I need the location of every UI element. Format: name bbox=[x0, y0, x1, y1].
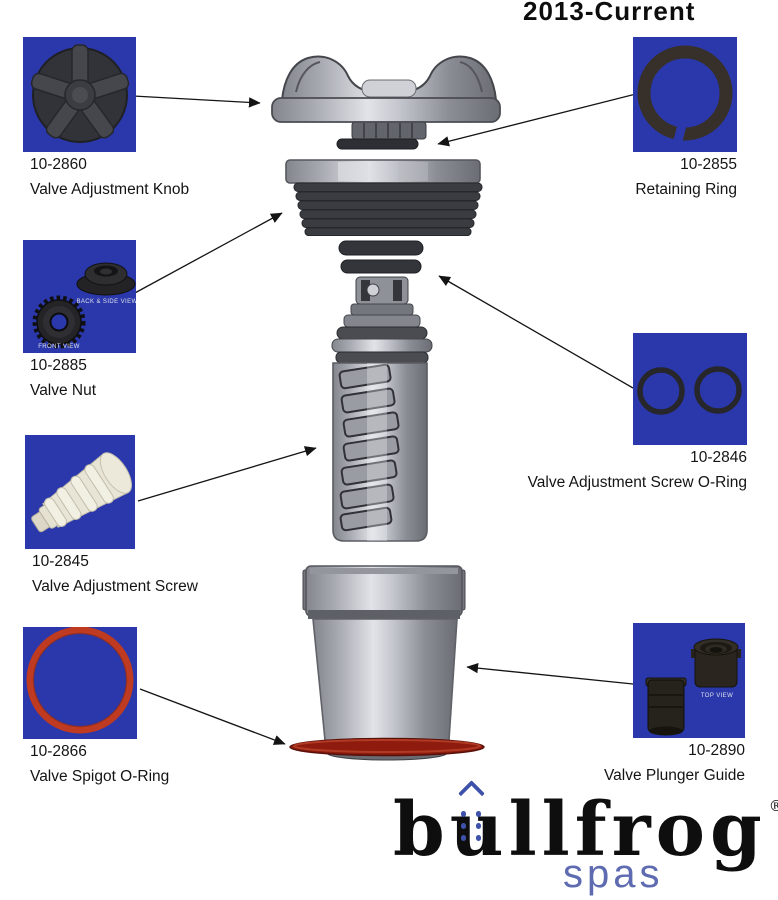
part-card-valve-adjustment-screw: 10-2845 Valve Adjustment Screw bbox=[25, 435, 198, 596]
part-card-valve-nut: BACK & SIDE VIEW FRONT VIEW 10-2885 Valv… bbox=[23, 240, 136, 400]
part-name: Retaining Ring bbox=[635, 181, 737, 198]
part-number: 10-2866 bbox=[30, 743, 87, 760]
part-number: 10-2855 bbox=[680, 156, 737, 173]
part-name: Valve Adjustment Screw O-Ring bbox=[527, 474, 747, 491]
part-card-retaining-ring: 10-2855 Retaining Ring bbox=[497, 37, 737, 199]
assembly-retaining-ring bbox=[336, 138, 419, 150]
part-number: 10-2860 bbox=[30, 156, 87, 173]
callout-arrow-spigot-oring bbox=[139, 688, 286, 745]
logo-letters-rest: llfrog bbox=[508, 787, 767, 873]
registered-mark: ® bbox=[769, 797, 778, 815]
part-image-valve-adjustment-screw bbox=[25, 435, 135, 549]
part-image-retaining-ring bbox=[633, 37, 737, 152]
assembly-screw-orings bbox=[338, 240, 424, 274]
assembly-spigot bbox=[302, 565, 466, 761]
assembly-adjustment-screw bbox=[331, 276, 433, 542]
part-name: Valve Adjustment Knob bbox=[30, 181, 190, 198]
front-view-label: FRONT VIEW bbox=[38, 344, 80, 350]
callout-arrow-knob bbox=[132, 95, 261, 108]
part-image-valve-adjustment-knob bbox=[23, 37, 136, 152]
jet-dot-icon bbox=[460, 823, 467, 829]
part-name: Valve Nut bbox=[30, 382, 97, 399]
part-image-adjustment-screw-oring bbox=[633, 333, 747, 445]
part-number: 10-2845 bbox=[32, 553, 89, 570]
jet-dot-icon bbox=[475, 811, 482, 817]
assembly-valve-nut bbox=[285, 159, 483, 236]
jet-dot-icon bbox=[460, 835, 467, 841]
assembly-knob bbox=[271, 55, 501, 140]
assembly-spigot-oring bbox=[289, 737, 485, 757]
logo-subtitle: spas bbox=[563, 852, 664, 896]
plunger-guide-views-graphic: TOP VIEW bbox=[645, 638, 741, 736]
callout-arrow-plunger-guide bbox=[466, 662, 634, 685]
logo-letter-b: b bbox=[393, 787, 450, 873]
knob-front-view-graphic bbox=[30, 44, 130, 143]
part-card-valve-spigot-oring: 10-2866 Valve Spigot O-Ring bbox=[23, 627, 169, 786]
top-view-label: TOP VIEW bbox=[701, 693, 733, 699]
jet-dot-icon bbox=[475, 823, 482, 829]
callout-arrow-retaining-ring bbox=[437, 93, 637, 147]
part-image-valve-nut: BACK & SIDE VIEW FRONT VIEW bbox=[23, 240, 136, 353]
retaining-ring-graphic bbox=[637, 45, 733, 145]
adjustment-screw-graphic bbox=[31, 452, 132, 533]
part-card-adjustment-screw-oring: 10-2846 Valve Adjustment Screw O-Ring bbox=[507, 333, 747, 492]
valve-nut-views-graphic: BACK & SIDE VIEW FRONT VIEW bbox=[32, 262, 136, 350]
jet-dot-icon bbox=[475, 835, 482, 841]
callout-arrow-valve-nut bbox=[132, 212, 283, 295]
jet-dot-icon bbox=[460, 811, 467, 817]
part-name: Valve Adjustment Screw bbox=[32, 578, 198, 595]
page-title: 2013-Current bbox=[523, 0, 696, 26]
part-number: 10-2846 bbox=[690, 449, 747, 466]
callout-arrows bbox=[132, 93, 637, 745]
callout-arrow-screw-oring bbox=[438, 275, 634, 389]
part-card-valve-adjustment-knob: 10-2860 Valve Adjustment Knob bbox=[23, 37, 189, 199]
screw-orings-graphic bbox=[637, 366, 742, 415]
part-name: Valve Plunger Guide bbox=[603, 767, 745, 784]
part-number: 10-2885 bbox=[30, 357, 87, 374]
back-side-view-label: BACK & SIDE VIEW bbox=[76, 299, 136, 305]
callout-arrow-adjustment-screw bbox=[137, 446, 317, 502]
part-card-valve-plunger-guide: TOP VIEW 10-2890 Valve Plunger Guide bbox=[505, 623, 745, 785]
part-image-valve-plunger-guide: TOP VIEW bbox=[633, 623, 745, 738]
spigot-oring-graphic bbox=[26, 627, 134, 734]
part-number: 10-2890 bbox=[688, 742, 745, 759]
part-name: Valve Spigot O-Ring bbox=[30, 768, 170, 785]
part-image-valve-spigot-oring bbox=[23, 627, 137, 739]
logo-letter-u-with-jets: u bbox=[450, 780, 509, 867]
